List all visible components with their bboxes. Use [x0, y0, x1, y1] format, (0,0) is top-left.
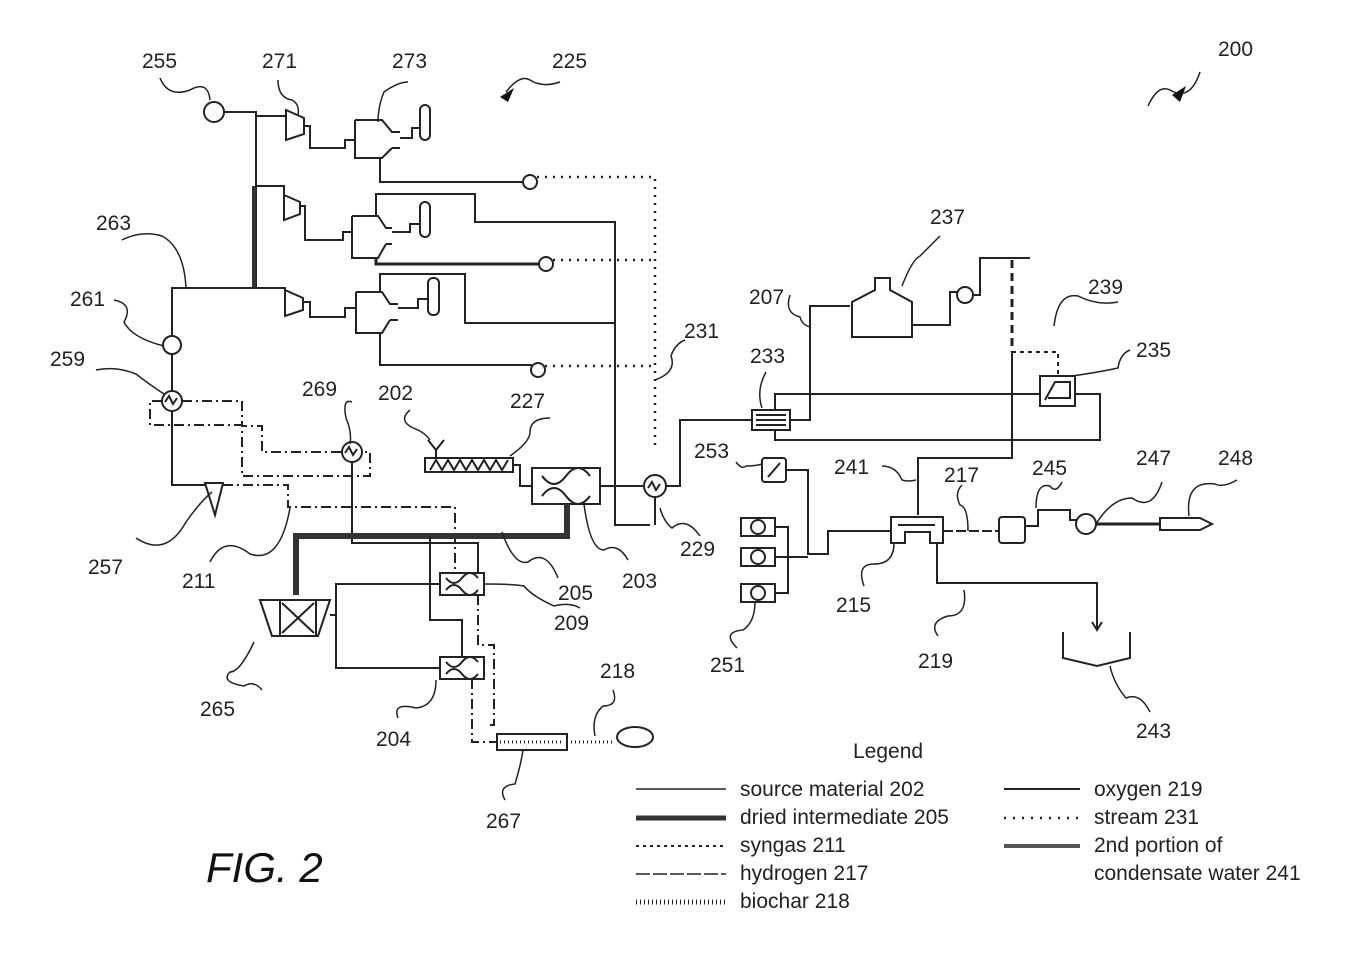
figure-title: FIG. 2: [206, 844, 323, 891]
legend-item-condensate-2: condensate water 241: [1094, 862, 1301, 885]
cooling-tower-237: [852, 278, 912, 337]
ref-253: 253: [694, 440, 729, 463]
ref-239: 239: [1088, 276, 1123, 299]
ref-202: 202: [378, 382, 413, 405]
reference-numerals: 255 271 273 225 200 263 261 259 269 202 …: [50, 38, 1253, 833]
ref-267: 267: [486, 810, 521, 833]
ref-219: 219: [918, 650, 953, 673]
ref-227: 227: [510, 390, 545, 413]
ref-218: 218: [600, 660, 635, 683]
ref-247: 247: [1136, 447, 1171, 470]
legend-title: Legend: [853, 740, 923, 763]
pump-261: [163, 336, 181, 354]
ref-215: 215: [836, 594, 871, 617]
ref-259: 259: [50, 348, 85, 371]
ref-217: 217: [944, 464, 979, 487]
ref-233: 233: [750, 345, 785, 368]
ref-257: 257: [88, 556, 123, 579]
ref-200: 200: [1218, 38, 1253, 61]
ref-251: 251: [710, 654, 745, 677]
legend-item-biochar: biochar 218: [740, 890, 850, 913]
ref-207: 207: [749, 286, 784, 309]
truck-248: [1160, 518, 1212, 530]
legend-item-hydrogen: hydrogen 217: [740, 862, 868, 885]
legend-item-stream: stream 231: [1094, 806, 1199, 829]
electrolyzer-215: [891, 517, 943, 543]
ref-241: 241: [834, 456, 869, 479]
arrow-200-icon: [1172, 86, 1186, 102]
tank-273: [420, 105, 430, 140]
legend-item-dried-intermediate: dried intermediate 205: [740, 806, 949, 829]
reformer-section: [260, 536, 653, 750]
ref-203: 203: [622, 570, 657, 593]
storage-243: [1063, 632, 1130, 666]
ref-273: 273: [392, 50, 427, 73]
legend-item-syngas: syngas 211: [740, 834, 846, 857]
dryer-203: [532, 468, 600, 504]
legend-item-source-material: source material 202: [740, 778, 924, 801]
ref-237: 237: [930, 206, 965, 229]
compressor-245: [999, 517, 1025, 543]
ref-263: 263: [96, 212, 131, 235]
biochar-storage-218: [617, 727, 653, 747]
ref-209: 209: [554, 612, 589, 635]
ref-231: 231: [684, 320, 719, 343]
ref-205: 205: [558, 582, 593, 605]
ref-271: 271: [262, 50, 297, 73]
compressor-mid: [284, 195, 300, 220]
legend: Legend source material 202 dried interme…: [636, 740, 1301, 913]
power-block-225: [172, 102, 655, 525]
heat-recovery-loop: [150, 336, 478, 575]
ref-248: 248: [1218, 447, 1253, 470]
compressor-271: [286, 110, 304, 140]
ref-269: 269: [302, 378, 337, 401]
ref-235: 235: [1136, 339, 1171, 362]
pump-247: [1076, 514, 1096, 534]
ref-225: 225: [552, 50, 587, 73]
pump-upper: [523, 175, 537, 189]
gasifier-273: [355, 120, 400, 158]
ref-245: 245: [1032, 457, 1067, 480]
pump-255: [204, 102, 224, 122]
ref-243: 243: [1136, 720, 1171, 743]
ref-261: 261: [70, 288, 105, 311]
ref-255: 255: [142, 50, 177, 73]
leader-lines: [96, 72, 1237, 800]
ref-229: 229: [680, 538, 715, 561]
ref-204: 204: [376, 728, 411, 751]
electrolysis-section: [741, 458, 1212, 666]
cyclone-257: [205, 483, 223, 515]
legend-item-oxygen: oxygen 219: [1094, 778, 1203, 801]
ref-265: 265: [200, 698, 235, 721]
legend-item-condensate-1: 2nd portion of: [1094, 834, 1223, 857]
ref-211: 211: [182, 570, 215, 593]
